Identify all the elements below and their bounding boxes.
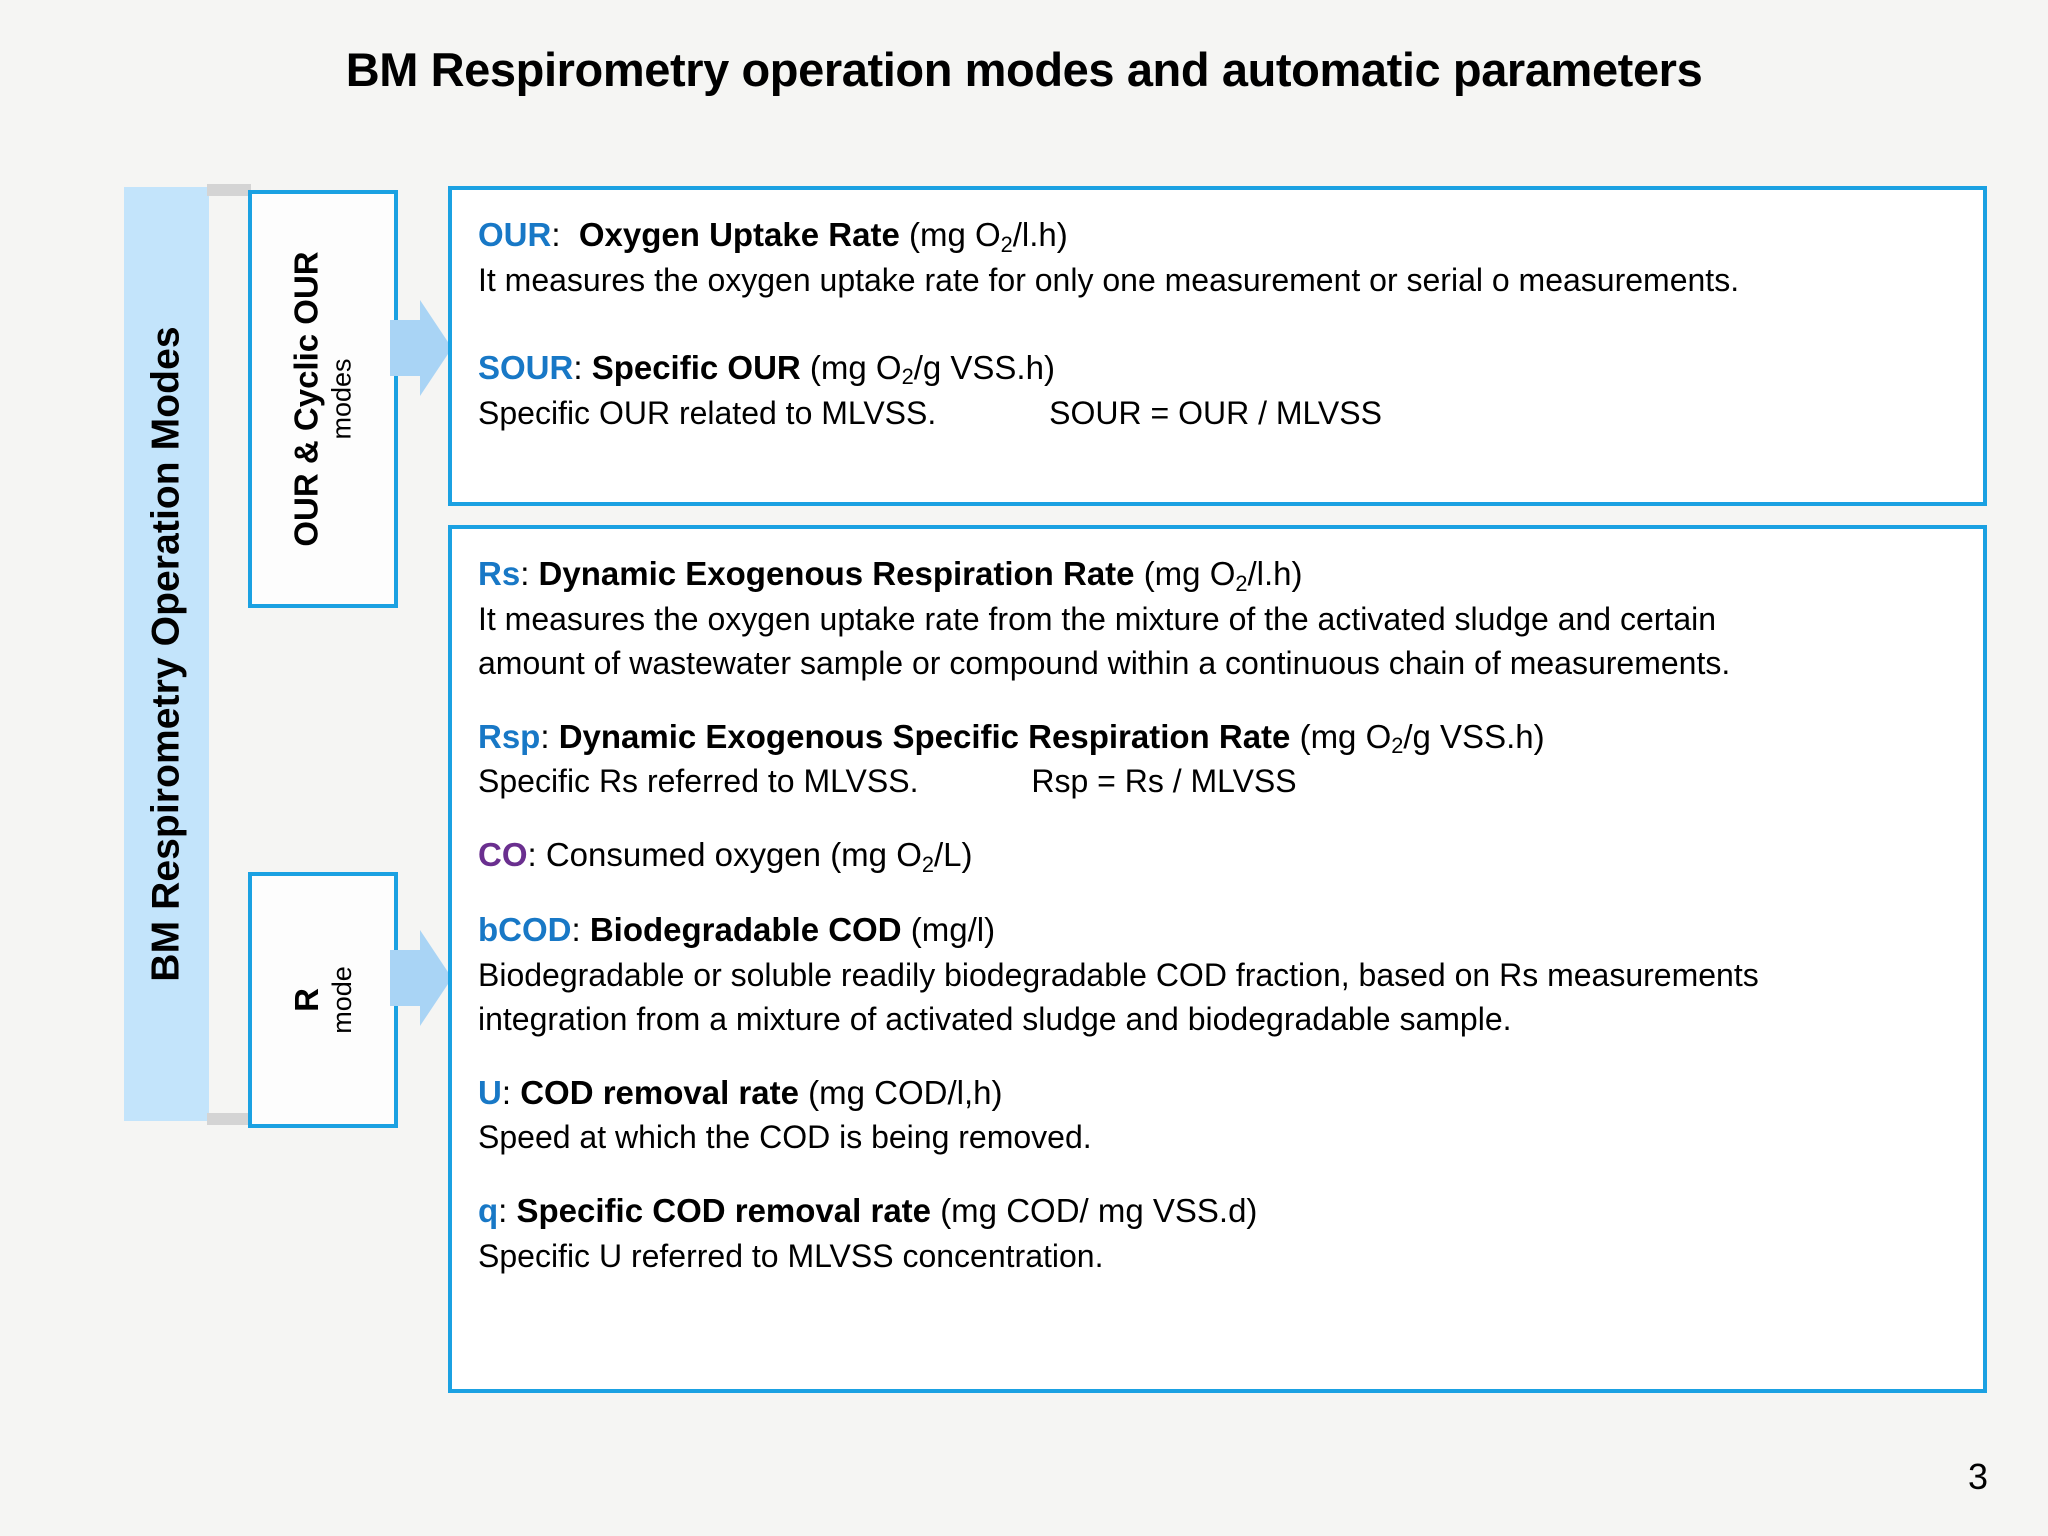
- entry-u-abbr: U: [478, 1073, 502, 1111]
- arrow-right-icon-our: [390, 300, 452, 396]
- entry-u-sep: :: [501, 1073, 512, 1111]
- entry-bcod-description-2: integration from a mixture of activated …: [478, 1000, 1512, 1037]
- entry-q-sep: :: [498, 1192, 508, 1230]
- entry-sour-description-line: Specific OUR related to MLVSS. SOUR = OU…: [478, 392, 1957, 436]
- entry-rsp-description-line: Specific Rs referred to MLVSS. Rsp = Rs …: [478, 760, 1957, 804]
- entry-rsp-description: Specific Rs referred to MLVSS.: [478, 763, 919, 800]
- entry-q-abbr: q: [478, 1192, 499, 1230]
- entry-co-term: Consumed oxygen: [545, 836, 822, 874]
- mode-box-r[interactable]: R mode: [248, 872, 398, 1128]
- page-number: 3: [1967, 1456, 1988, 1497]
- entry-bcod-term: Biodegradable COD: [589, 911, 902, 949]
- operation-modes-banner-label: BM Respirometry Operation Modes: [144, 326, 188, 982]
- mode-box-r-sublabel: mode: [326, 966, 357, 1034]
- entry-rs: Rs: Dynamic Exogenous Respiration Rate (…: [478, 551, 1957, 686]
- entry-q-description: Specific U referred to MLVSS concentrati…: [478, 1238, 1104, 1275]
- entry-rs-units: (mg O2/l.h): [1143, 555, 1303, 596]
- spacer: [478, 806, 1957, 832]
- mode-box-our-sublabel: modes: [327, 358, 358, 440]
- entry-co-units: (mg O2/L): [830, 836, 973, 877]
- entry-our-units: (mg O2/l.h): [908, 216, 1068, 257]
- entry-rs-description: It measures the oxygen uptake rate from …: [478, 600, 1717, 637]
- entry-sour-term: Specific OUR: [591, 348, 801, 386]
- entry-our-sep: :: [551, 216, 561, 253]
- entry-co: CO: Consumed oxygen (mg O2/L): [478, 832, 1957, 879]
- entry-sour-abbr: SOUR: [478, 348, 574, 386]
- entry-rs-term: Dynamic Exogenous Respiration Rate: [538, 555, 1135, 592]
- entry-sour-formula: SOUR = OUR / MLVSS: [1049, 394, 1382, 431]
- entry-co-sep: :: [527, 836, 537, 874]
- arrow-right-icon-r: [390, 930, 452, 1026]
- entry-u-units: (mg COD/l,h): [808, 1073, 1003, 1111]
- connector-nub-top: [207, 184, 251, 196]
- entry-sour-units: (mg O2/g VSS.h): [809, 348, 1055, 390]
- entry-rsp-units: (mg O2/g VSS.h): [1299, 717, 1545, 759]
- entry-q-units: (mg COD/ mg VSS.d): [940, 1192, 1258, 1230]
- entry-our-abbr: OUR: [478, 216, 552, 253]
- entry-bcod-description: Biodegradable or soluble readily biodegr…: [478, 956, 1759, 993]
- spacer: [478, 688, 1957, 714]
- entry-bcod-heading: bCOD: Biodegradable COD (mg/l): [478, 907, 1957, 954]
- entry-q: q: Specific COD removal rate (mg COD/ mg…: [478, 1188, 1957, 1279]
- spacer: [478, 305, 1957, 345]
- entry-u: U: COD removal rate (mg COD/l,h) Speed a…: [478, 1070, 1957, 1161]
- entry-q-term: Specific COD removal rate: [516, 1192, 932, 1230]
- entry-co-heading: CO: Consumed oxygen (mg O2/L): [478, 832, 1957, 879]
- mode-box-our-cyclic-our[interactable]: OUR & Cyclic OUR modes: [248, 190, 398, 608]
- entry-rs-description-2: amount of wastewater sample or compound …: [478, 644, 1731, 681]
- entry-rsp-abbr: Rsp: [478, 717, 541, 755]
- entry-sour-description: Specific OUR related to MLVSS.: [478, 394, 937, 431]
- entry-our: OUR: Oxygen Uptake Rate (mg O2/l.h) It m…: [478, 212, 1957, 303]
- entry-rsp-formula: Rsp = Rs / MLVSS: [1031, 763, 1297, 800]
- entry-our-heading: OUR: Oxygen Uptake Rate (mg O2/l.h): [478, 212, 1957, 259]
- spacer: [478, 881, 1957, 907]
- spacer: [478, 1162, 1957, 1188]
- entry-rs-sep: :: [520, 555, 530, 592]
- entry-bcod-units: (mg/l): [910, 911, 996, 949]
- spacer: [478, 1044, 1957, 1070]
- entry-q-heading: q: Specific COD removal rate (mg COD/ mg…: [478, 1188, 1957, 1235]
- entry-sour-sep: :: [573, 348, 583, 386]
- entry-u-heading: U: COD removal rate (mg COD/l,h): [478, 1070, 1957, 1117]
- entry-u-description: Speed at which the COD is being removed.: [478, 1119, 1092, 1156]
- entry-rsp-term: Dynamic Exogenous Specific Respiration R…: [558, 717, 1291, 755]
- entry-rs-abbr: Rs: [478, 555, 521, 592]
- entry-our-description: It measures the oxygen uptake rate for o…: [478, 261, 1740, 298]
- content-box-our: OUR: Oxygen Uptake Rate (mg O2/l.h) It m…: [448, 186, 1987, 506]
- entry-rsp-heading: Rsp: Dynamic Exogenous Specific Respirat…: [478, 714, 1957, 761]
- connector-nub-bottom: [207, 1113, 251, 1125]
- entry-u-term: COD removal rate: [520, 1073, 799, 1111]
- operation-modes-banner: BM Respirometry Operation Modes: [124, 187, 209, 1121]
- entry-bcod: bCOD: Biodegradable COD (mg/l) Biodegrad…: [478, 907, 1957, 1042]
- entry-rs-heading: Rs: Dynamic Exogenous Respiration Rate (…: [478, 551, 1957, 598]
- mode-box-r-label: R: [287, 988, 325, 1012]
- entry-rsp: Rsp: Dynamic Exogenous Specific Respirat…: [478, 714, 1957, 805]
- entry-sour: SOUR: Specific OUR (mg O2/g VSS.h) Speci…: [478, 345, 1957, 436]
- entry-sour-heading: SOUR: Specific OUR (mg O2/g VSS.h): [478, 345, 1957, 392]
- entry-rsp-sep: :: [540, 717, 550, 755]
- mode-box-our-label: OUR & Cyclic OUR: [288, 251, 326, 547]
- page-title: BM Respirometry operation modes and auto…: [345, 43, 1703, 96]
- entry-bcod-sep: :: [571, 911, 581, 949]
- content-box-r: Rs: Dynamic Exogenous Respiration Rate (…: [448, 525, 1987, 1393]
- entry-co-abbr: CO: [478, 836, 528, 874]
- entry-bcod-abbr: bCOD: [478, 911, 572, 949]
- entry-our-term: Oxygen Uptake Rate: [578, 216, 900, 253]
